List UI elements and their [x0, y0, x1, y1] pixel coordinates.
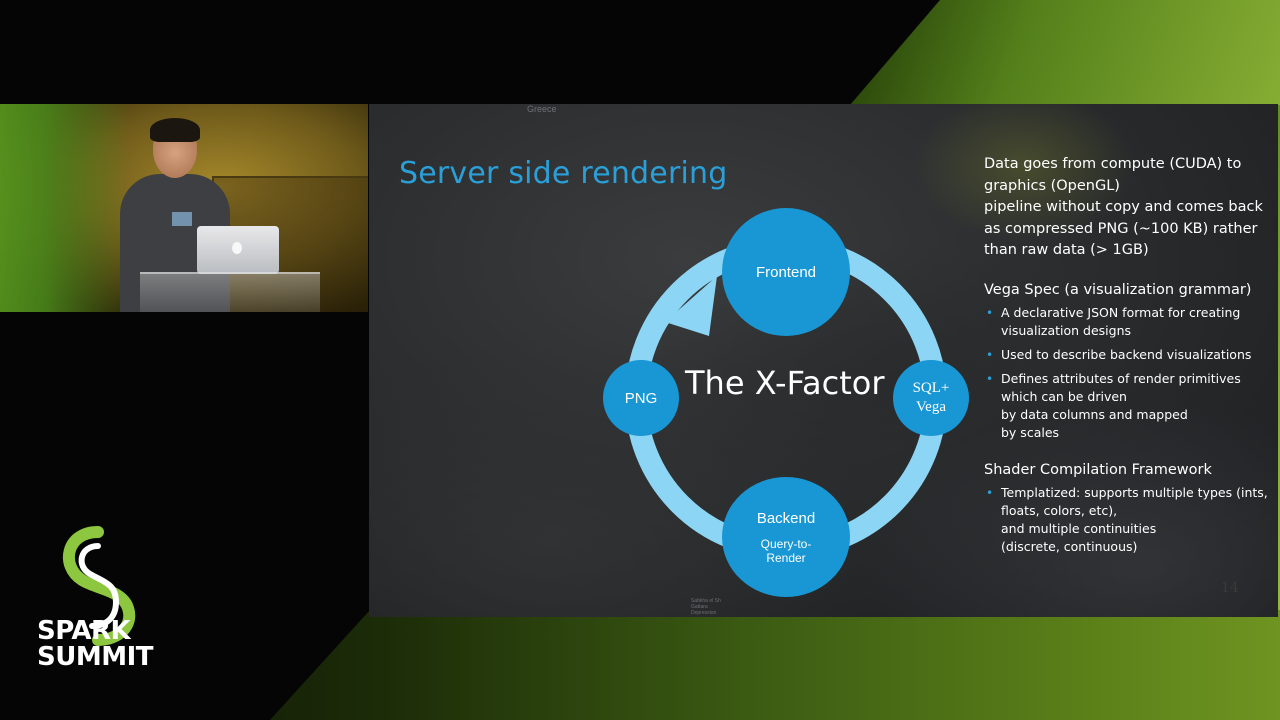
- shader-bullet-1: Templatized: supports multiple types (in…: [986, 484, 1274, 556]
- shader-bullet-1-line1: Templatized: supports multiple types (in…: [1001, 484, 1268, 500]
- node-frontend: Frontend: [722, 208, 850, 336]
- spark-summit-logo-icon: [62, 526, 136, 646]
- node-backend-sub-line1: Query-to-: [760, 536, 812, 551]
- shirt-logo-icon: [172, 212, 192, 226]
- apple-logo-icon: [232, 242, 242, 254]
- node-backend-label: Backend: [756, 509, 816, 527]
- shader-bullet-1-line3: and multiple continuities: [1001, 520, 1157, 536]
- shader-bullet-1-line2: floats, colors, etc),: [1001, 502, 1118, 518]
- node-png-label: PNG: [624, 389, 658, 407]
- node-sql-label-line1: SQL+: [912, 380, 950, 396]
- node-backend-sub-line2: Render: [766, 550, 806, 565]
- vega-bullet-3-line2: which can be driven: [1001, 388, 1127, 404]
- vega-bullet-3-line4: by scales: [1001, 424, 1060, 440]
- spark-summit-wordmark: SPARK SUMMIT: [37, 616, 154, 672]
- speaker-video: [0, 104, 368, 312]
- intro-line-4: as compressed PNG (~100 KB) rather: [984, 220, 1258, 237]
- logo-line-spark: SPARK: [37, 616, 131, 646]
- slide-page-number: 14: [1221, 580, 1239, 596]
- node-backend-sub: Query-to- Render: [761, 537, 812, 565]
- vega-bullet-list: A declarative JSON format for creating v…: [984, 304, 1274, 442]
- node-sql-label-line2: Vega: [916, 399, 946, 415]
- vega-bullet-1-line1: A declarative JSON format for creating: [1001, 304, 1241, 320]
- map-label-greece: Greece: [527, 104, 557, 114]
- vega-bullet-3-line3: by data columns and mapped: [1001, 406, 1188, 422]
- shader-bullet-1-line4: (discrete, continuous): [1001, 538, 1138, 554]
- shader-bullet-list: Templatized: supports multiple types (in…: [984, 484, 1274, 556]
- slide-title: Server side rendering: [399, 156, 728, 191]
- vega-bullet-3: Defines attributes of render primitives …: [986, 370, 1274, 442]
- node-sql-vega: SQL+ Vega: [893, 360, 969, 436]
- vega-bullet-2-line1: Used to describe backend visualizations: [1001, 346, 1252, 362]
- node-frontend-label: Frontend: [755, 263, 817, 281]
- vega-bullet-1-line2: visualization designs: [1001, 322, 1132, 338]
- intro-line-2: graphics (OpenGL): [984, 177, 1120, 194]
- intro-paragraph: Data goes from compute (CUDA) to graphic…: [984, 154, 1274, 262]
- vega-bullet-3-line1: Defines attributes of render primitives: [1001, 370, 1241, 386]
- intro-line-3: pipeline without copy and comes back: [984, 199, 1263, 215]
- vega-bullet-1: A declarative JSON format for creating v…: [986, 304, 1274, 340]
- map-label-depression: Sabkha el Sh Gattara Depression: [691, 598, 721, 616]
- logo-line-summit: SUMMIT: [37, 642, 154, 672]
- vega-bullet-2: Used to describe backend visualizations: [986, 346, 1274, 364]
- shader-heading: Shader Compilation Framework: [984, 461, 1212, 478]
- intro-line-5: than raw data (> 1GB): [984, 242, 1149, 258]
- speaker-hair: [150, 118, 200, 142]
- vega-heading: Vega Spec (a visualization grammar): [984, 281, 1252, 298]
- intro-line-1: Data goes from compute (CUDA) to: [984, 156, 1242, 172]
- podium: [140, 272, 320, 312]
- cycle-center-label: The X-Factor: [685, 364, 885, 402]
- slide-text-column: Data goes from compute (CUDA) to graphic…: [984, 154, 1274, 562]
- node-png: PNG: [603, 360, 679, 436]
- node-backend: Backend Query-to- Render: [722, 477, 850, 597]
- cycle-arrowhead-icon: [665, 276, 717, 336]
- presentation-slide: Greece Sabkha el Sh Gattara Depression S…: [369, 104, 1278, 617]
- background-green-bottom-band: [270, 610, 1280, 720]
- stage-light: [0, 104, 130, 312]
- background-green-top-band: [850, 0, 1280, 105]
